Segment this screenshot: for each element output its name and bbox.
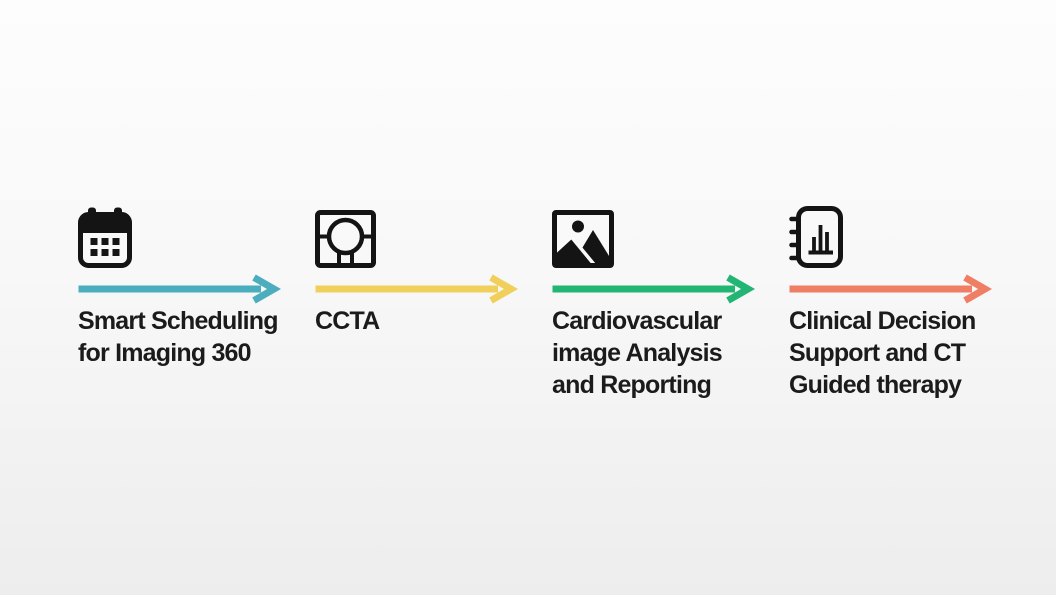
step-label: Clinical Decision Support and CT Guided … — [789, 307, 976, 399]
arrow-right-icon — [315, 274, 519, 304]
step-icon-area — [78, 207, 315, 268]
arrow-right-icon — [552, 274, 756, 304]
medical-image-icon — [552, 210, 614, 270]
calendar-icon — [78, 207, 132, 268]
step-cardiovascular-analysis: Cardiovascular image Analysis and Report… — [552, 207, 789, 401]
arrow-right-icon — [789, 274, 993, 304]
step-ccta: CCTA — [315, 207, 552, 401]
step-label: Cardiovascular image Analysis and Report… — [552, 307, 723, 399]
process-flow: Smart Scheduling for Imaging 360 CCTA — [78, 206, 1026, 401]
step-icon-area — [789, 206, 1026, 268]
step-clinical-decision-support: Clinical Decision Support and CT Guided … — [789, 206, 1026, 401]
arrow-right-icon — [78, 274, 282, 304]
step-label: CCTA — [315, 307, 380, 335]
step-label: Smart Scheduling for Imaging 360 — [78, 307, 279, 367]
notebook-chart-icon — [789, 206, 843, 268]
step-icon-area — [552, 207, 789, 270]
step-icon-area — [315, 207, 552, 268]
step-smart-scheduling: Smart Scheduling for Imaging 360 — [78, 207, 315, 401]
ct-scanner-icon — [315, 210, 376, 268]
